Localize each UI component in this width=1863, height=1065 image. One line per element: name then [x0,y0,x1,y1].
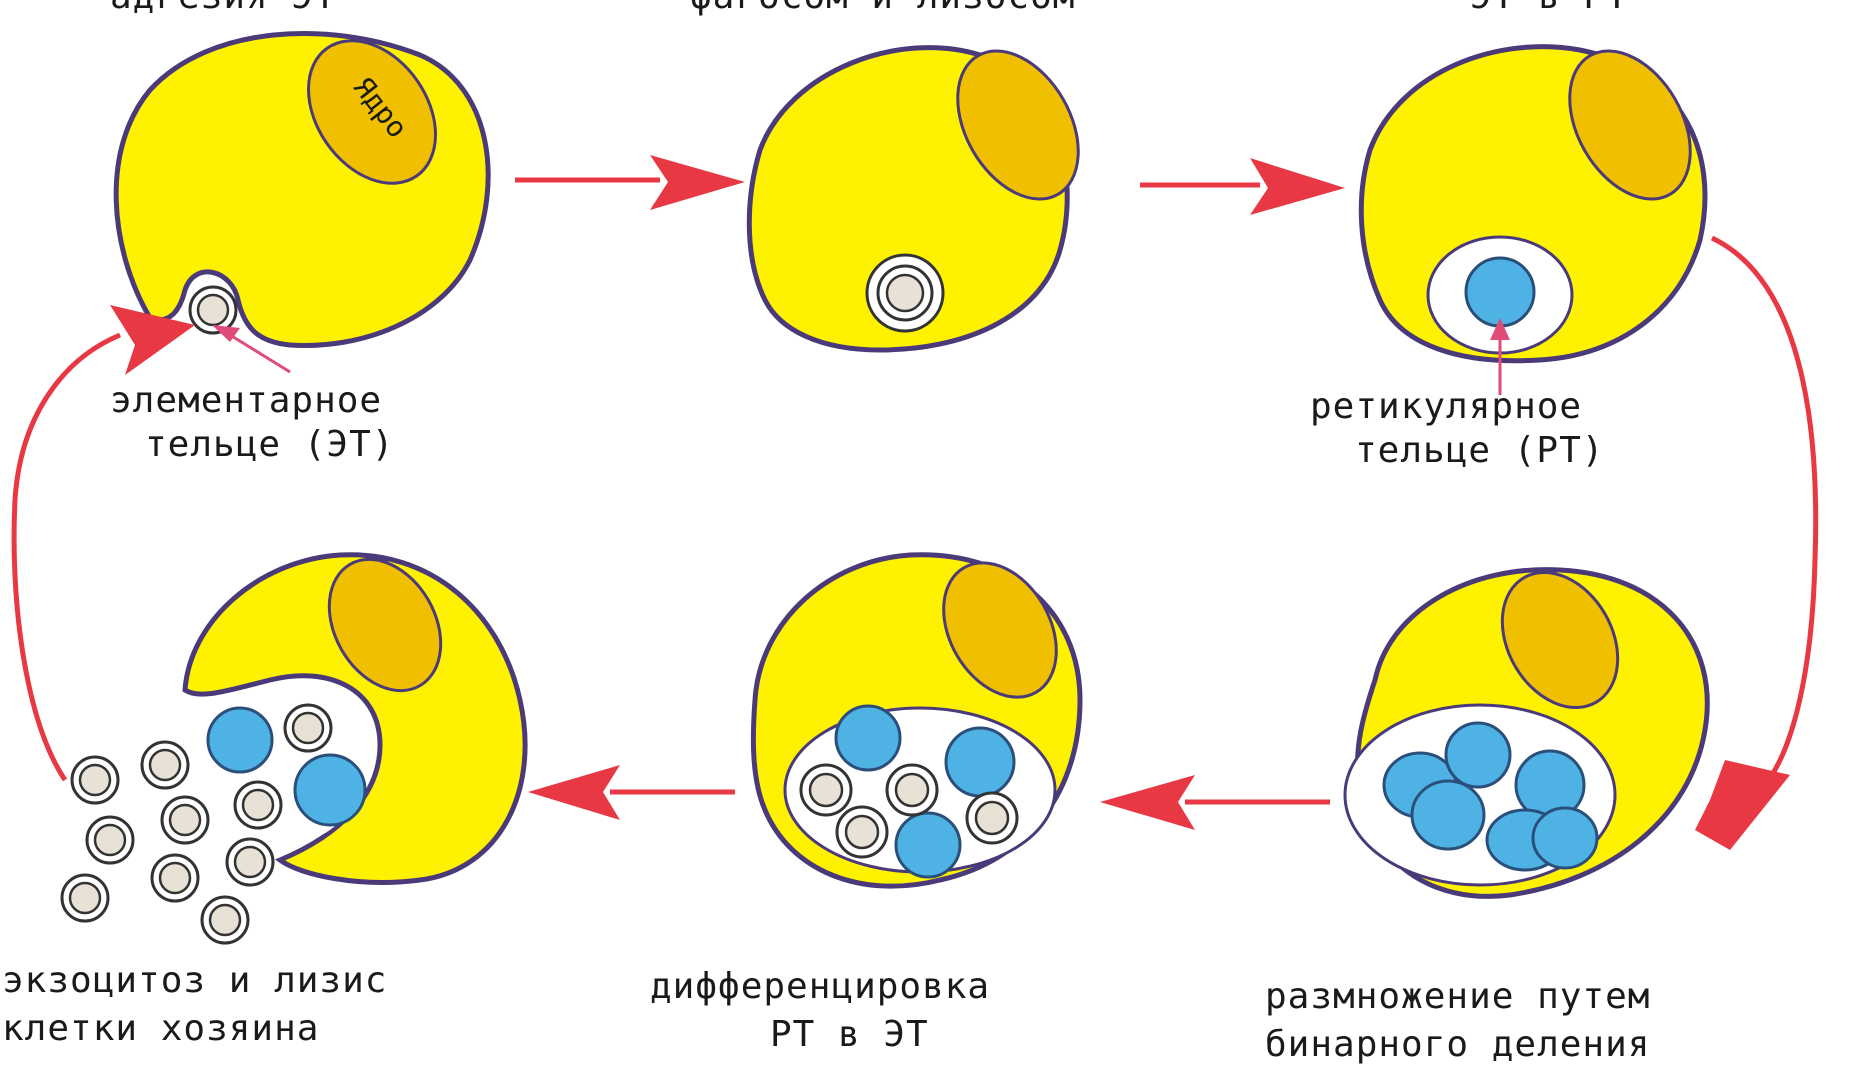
arrow-5-to-6 [528,765,735,820]
arrow-2-to-3 [1140,158,1345,215]
phagosome-with-eb [867,255,943,331]
cell-1-adhesion: Ядро [116,17,488,346]
host-cell-1 [116,33,488,345]
label-eb-line1: элементарное [110,380,382,421]
arrow-6-to-1 [14,305,195,780]
arrow-1-to-2 [515,155,745,210]
label-differentiation-line2: РТ в ЭТ [770,1014,929,1055]
cell-6-exocytosis [62,539,525,943]
label-reproduction-line2: бинарного деления [1265,1024,1650,1065]
cell-3-eb-to-rb [1361,30,1715,361]
label-reproduction-line1: размножение путем [1265,976,1650,1017]
label-rb-line2: тельце (РТ) [1355,430,1604,471]
label-eb-line2: тельце (ЭТ) [145,424,394,465]
label-exocytosis-line1: экзоцитоз и лизис [2,960,387,1001]
top-label-stage2: фагосом и лизосом [690,0,1075,17]
label-exocytosis-line2: клетки хозяина [2,1008,319,1049]
top-label-stage3: ЭТ в РТ [1470,0,1629,17]
cell-5-differentiation [753,543,1080,887]
cell-2-phagosome [749,30,1103,350]
label-rb-line1: ретикулярное [1310,386,1582,427]
reticulate-body-3 [1466,258,1534,326]
top-label-stage1: адгезия ЭТ [110,0,337,17]
cell-4-binary-fission [1345,552,1707,897]
label-differentiation-line1: дифференцировка [650,966,990,1007]
arrow-3-to-4 [1695,238,1816,850]
elementary-body-attached [190,287,236,333]
arrow-4-to-5 [1100,775,1330,830]
